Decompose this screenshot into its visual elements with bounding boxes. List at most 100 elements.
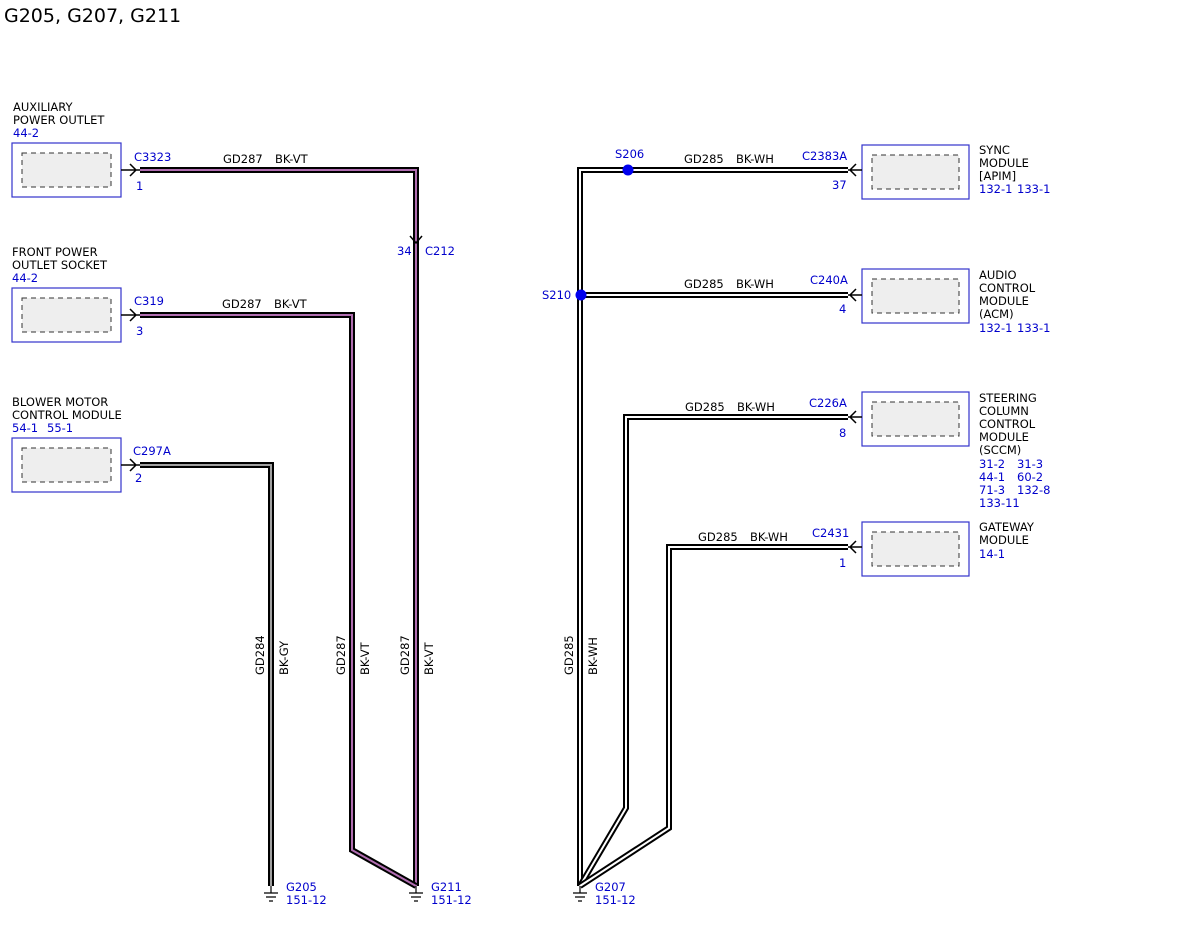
connector-pin: 34 xyxy=(397,244,412,258)
pin-number: 2 xyxy=(135,471,142,485)
wire-circuit-label: GD285 xyxy=(684,277,724,291)
connector-arrow-icon xyxy=(409,235,423,245)
component-ref-link[interactable]: 60-2 xyxy=(1017,470,1043,484)
wire-color-label: BK-VT xyxy=(275,152,309,166)
wire-color-label: BK-VT xyxy=(358,641,372,675)
wire-circuit-label: GD285 xyxy=(562,635,576,675)
component-sync-module[interactable]: C2383A 37 SYNC MODULE [APIM] 132-1 133-1 xyxy=(802,143,1050,200)
ground-label[interactable]: G211 xyxy=(431,880,462,894)
connector-label[interactable]: C2383A xyxy=(802,149,847,163)
component-audio-control-module[interactable]: C240A 4 AUDIO CONTROL MODULE (ACM) 132-1… xyxy=(810,268,1050,335)
component-ref-link[interactable]: 54-1 xyxy=(12,421,38,435)
component-inner xyxy=(871,154,960,190)
ground-icon xyxy=(573,886,587,902)
component-ref-link[interactable]: 71-3 xyxy=(979,483,1005,497)
component-ref-link[interactable]: 132-1 xyxy=(979,182,1012,196)
wire-color-label: BK-WH xyxy=(586,637,600,675)
component-ref-link[interactable]: 44-2 xyxy=(13,126,39,140)
wire-circuit-label: GD285 xyxy=(685,400,725,414)
component-ref-link[interactable]: 55-1 xyxy=(47,421,73,435)
splice-label[interactable]: S206 xyxy=(615,147,644,161)
connector-label[interactable]: C319 xyxy=(134,294,164,308)
component-ref-link[interactable]: 31-2 xyxy=(979,457,1005,471)
pin-arrow-icon xyxy=(121,163,140,177)
wire-color-label: BK-VT xyxy=(274,297,308,311)
ground-label[interactable]: G205 xyxy=(286,880,317,894)
splice-label[interactable]: S210 xyxy=(542,288,571,302)
wire-color-label: BK-VT xyxy=(422,641,436,675)
pin-number: 4 xyxy=(839,302,846,316)
connector-label[interactable]: C3323 xyxy=(134,150,171,164)
wire-circuit-label: GD287 xyxy=(398,635,412,675)
pin-number: 37 xyxy=(832,178,847,192)
component-ref-link[interactable]: 133-1 xyxy=(1017,182,1050,196)
ground-g205[interactable]: G205 151-12 xyxy=(264,880,327,907)
component-ref-link[interactable]: 132-8 xyxy=(1017,483,1050,497)
connector-label[interactable]: C212 xyxy=(425,244,455,258)
component-ref-link[interactable]: 133-11 xyxy=(979,496,1020,510)
wire-circuit-label: GD285 xyxy=(698,530,738,544)
wire-gd287-front xyxy=(140,312,418,889)
wire-circuit-label: GD287 xyxy=(334,635,348,675)
component-name-line: STEERING xyxy=(979,391,1037,405)
wire-circuit-label: GD285 xyxy=(684,152,724,166)
component-ref-link[interactable]: 44-1 xyxy=(979,470,1005,484)
component-ref-link[interactable]: 133-1 xyxy=(1017,321,1050,335)
connector-label[interactable]: C2431 xyxy=(812,526,849,540)
pin-number: 3 xyxy=(136,324,143,338)
component-name-line: CONTROL xyxy=(979,281,1036,295)
component-name-line: COLUMN xyxy=(979,404,1029,418)
ground-ref[interactable]: 151-12 xyxy=(595,893,636,907)
inline-connector-c212[interactable]: 34 C212 xyxy=(397,235,455,258)
wire-circuit-label: GD287 xyxy=(223,152,263,166)
ground-g207[interactable]: G207 151-12 xyxy=(573,880,636,907)
pin-arrow-icon xyxy=(848,288,862,302)
component-name-line: MODULE xyxy=(979,294,1029,308)
pin-number: 1 xyxy=(136,179,143,193)
component-name-line: AUXILIARY xyxy=(13,100,73,114)
pin-number: 1 xyxy=(839,556,846,570)
splice-dot-icon xyxy=(575,289,587,301)
ground-g211[interactable]: G211 151-12 xyxy=(409,880,472,907)
wire-color-label: BK-WH xyxy=(750,530,788,544)
component-ref-link[interactable]: 31-3 xyxy=(1017,457,1043,471)
component-name-line: (ACM) xyxy=(979,307,1014,321)
component-steering-column-control-module[interactable]: C226A 8 STEERING COLUMN CONTROL MODULE (… xyxy=(809,391,1050,510)
wire-color-label: BK-WH xyxy=(736,152,774,166)
ground-label[interactable]: G207 xyxy=(595,880,626,894)
wire-gd285-sccm xyxy=(577,414,848,888)
connector-label[interactable]: C226A xyxy=(809,396,847,410)
component-auxiliary-power-outlet[interactable]: AUXILIARY POWER OUTLET 44-2 C3323 1 xyxy=(11,100,171,198)
wire-gd284-blower xyxy=(140,462,274,886)
ground-icon xyxy=(409,886,423,902)
splice-dot-icon xyxy=(622,164,634,176)
wire-color-label: BK-GY xyxy=(277,640,291,675)
component-name-line: OUTLET SOCKET xyxy=(12,258,108,272)
ground-ref[interactable]: 151-12 xyxy=(286,893,327,907)
component-front-power-outlet-socket[interactable]: FRONT POWER OUTLET SOCKET 44-2 C319 3 xyxy=(11,245,164,343)
pin-arrow-icon xyxy=(848,540,862,554)
ground-ref[interactable]: 151-12 xyxy=(431,893,472,907)
component-inner xyxy=(21,152,112,188)
wire-circuit-label: GD287 xyxy=(222,297,262,311)
component-ref-link[interactable]: 14-1 xyxy=(979,547,1005,561)
component-inner xyxy=(21,447,112,483)
pin-arrow-icon xyxy=(848,410,862,424)
component-name-line: FRONT POWER xyxy=(12,245,98,259)
splice-s210[interactable]: S210 xyxy=(542,288,587,302)
component-ref-link[interactable]: 44-2 xyxy=(12,271,38,285)
connector-label[interactable]: C297A xyxy=(133,444,171,458)
splice-s206[interactable]: S206 xyxy=(615,147,644,176)
component-inner xyxy=(871,278,960,314)
component-name-line: SYNC xyxy=(979,143,1010,157)
pin-number: 8 xyxy=(839,426,846,440)
component-gateway-module[interactable]: C2431 1 GATEWAY MODULE 14-1 xyxy=(812,520,1035,577)
connector-label[interactable]: C240A xyxy=(810,273,848,287)
component-name-line: CONTROL MODULE xyxy=(12,408,122,422)
component-ref-link[interactable]: 132-1 xyxy=(979,321,1012,335)
wire-gd285-gateway xyxy=(578,544,848,889)
component-blower-motor-control-module[interactable]: BLOWER MOTOR CONTROL MODULE 54-1 55-1 C2… xyxy=(11,395,171,493)
component-inner xyxy=(21,297,112,333)
component-name-line: MODULE xyxy=(979,156,1029,170)
wire-color-label: BK-WH xyxy=(737,400,775,414)
